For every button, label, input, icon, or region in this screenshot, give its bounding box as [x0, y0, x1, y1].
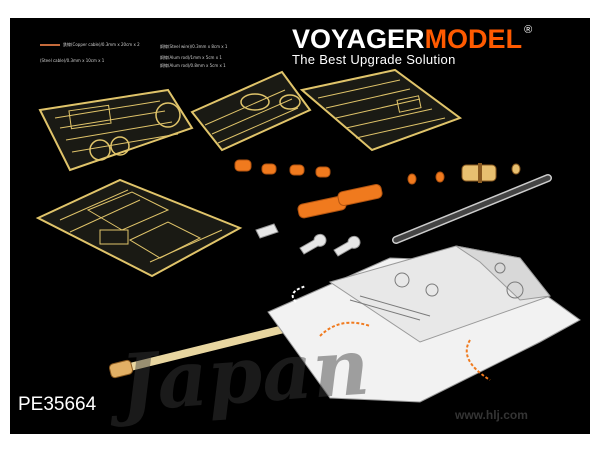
resin-parts [234, 159, 445, 219]
pe-fret-large [35, 178, 243, 278]
wire-label: 銅線(Alum rod)/1mm x 5cm x 1 [160, 55, 222, 60]
wire-label: 銅線(Alum rod)/0.8mm x 5cm x 1 [160, 63, 226, 68]
brand-logo: VOYAGERMODEL® [292, 24, 533, 54]
watermark-url: www.hlj.com [455, 408, 528, 422]
pe-fret-top-center [190, 70, 312, 152]
pe-fret-top-right [299, 68, 463, 152]
product-code: PE35664 [18, 394, 97, 415]
tank-hull [267, 245, 581, 403]
wire-label: 鉄線(Copper cable)/0.3mm x 20cm x 2 [40, 41, 140, 48]
metal-barrel [392, 174, 552, 244]
tow-eyes [255, 223, 361, 257]
wire-label: 銅線(Steel wire)/0.3mm x 8cm x 1 [160, 44, 228, 49]
pe-fret-top-left [38, 88, 194, 172]
watermark-text: Japan [117, 321, 373, 430]
brand-tagline: The Best Upgrade Solution [292, 52, 456, 67]
wire-label: (Steel cable)/0.3mm x 10cm x 1 [40, 58, 105, 63]
muzzle-brake [461, 163, 521, 183]
